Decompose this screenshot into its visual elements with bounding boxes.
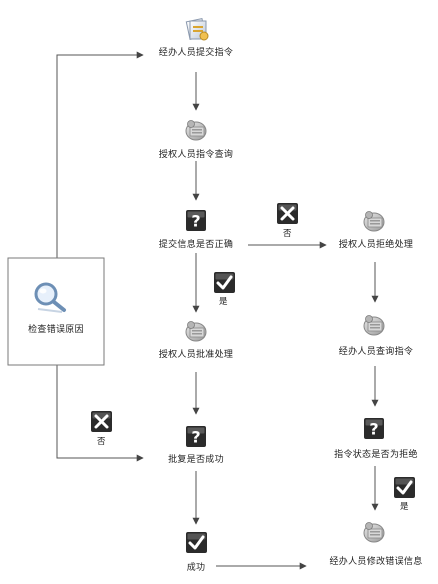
step-reject-label: 授权人员拒绝处理 xyxy=(338,240,414,250)
edge-reason-to-submit xyxy=(56,51,144,258)
step-approve-label: 授权人员批准处理 xyxy=(158,350,234,360)
step-submit-label: 经办人员提交指令 xyxy=(158,48,234,58)
svg-text:?: ? xyxy=(369,420,378,439)
step-operator-query-label: 经办人员查询指令 xyxy=(338,347,414,357)
step-modify-label: 经办人员修改错误信息 xyxy=(329,557,423,567)
edge-reason-to-reply xyxy=(56,365,144,462)
gear-server-icon xyxy=(185,321,207,342)
document-stack-icon xyxy=(185,17,209,41)
magnifier-icon xyxy=(34,282,66,313)
branch-yes-label: 是 xyxy=(400,502,409,512)
cross-icon xyxy=(91,411,112,432)
question-mark-icon: ? xyxy=(364,418,384,439)
cross-icon xyxy=(277,203,298,224)
svg-text:?: ? xyxy=(191,212,200,231)
connectors xyxy=(56,51,379,570)
step-reply-success-label: 批复是否成功 xyxy=(168,455,224,465)
question-mark-icon: ? xyxy=(186,210,206,231)
checkmark-icon xyxy=(394,477,415,498)
svg-text:?: ? xyxy=(191,428,200,447)
step-check-correct-label: 提交信息是否正确 xyxy=(158,240,234,250)
check-reason-label: 检查错误原因 xyxy=(28,325,84,335)
step-success-label: 成功 xyxy=(186,563,206,573)
question-mark-icon: ? xyxy=(186,426,206,447)
checkmark-icon xyxy=(186,532,207,553)
step-is-rejected-label: 指令状态是否为拒绝 xyxy=(334,450,418,460)
step-query-label: 授权人员指令查询 xyxy=(158,150,234,160)
gear-server-icon xyxy=(363,522,385,543)
branch-yes-label: 是 xyxy=(219,297,228,307)
branch-no-label: 否 xyxy=(283,229,292,239)
checkmark-icon xyxy=(214,272,235,293)
gear-server-icon xyxy=(363,315,385,336)
branch-no-label: 否 xyxy=(97,437,106,447)
gear-server-icon xyxy=(185,120,207,141)
gear-server-icon xyxy=(363,211,385,232)
